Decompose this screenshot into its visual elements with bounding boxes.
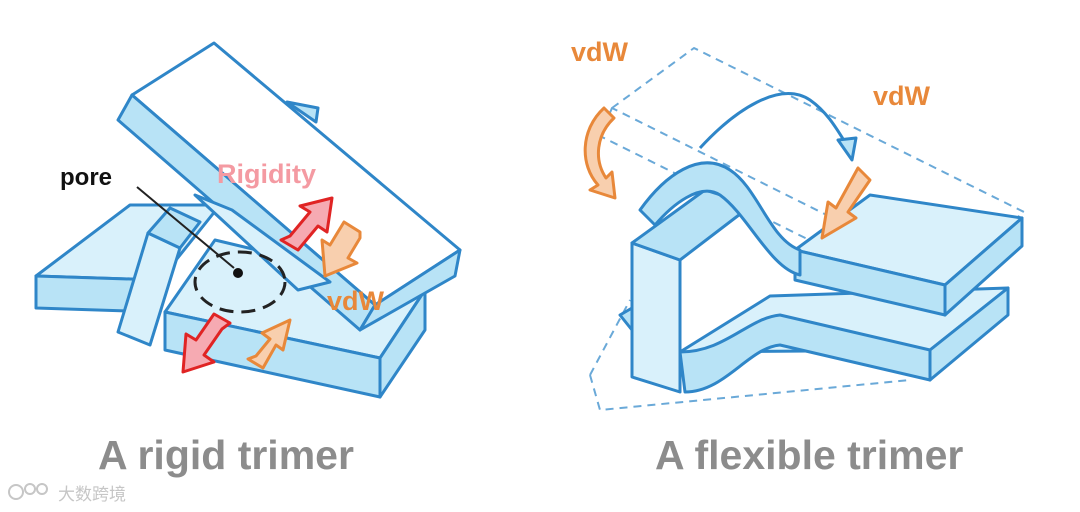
watermark: 大数跨境 — [8, 478, 126, 506]
rigid-vdw-label: vdW — [327, 286, 385, 316]
flexible-trimer-panel — [589, 47, 1025, 411]
flex-vdw-arrows — [583, 106, 872, 240]
vdw-curved-arrow-icon — [583, 106, 617, 200]
logo-glyph-icon — [8, 483, 48, 500]
rigidity-arrows — [181, 196, 334, 374]
vdw-arrow-down-icon — [820, 166, 872, 240]
rigid-vertical-slab — [116, 206, 202, 347]
vdw-arrow-inward-upper-icon — [320, 220, 362, 278]
flexible-trimer-caption: A flexible trimer — [655, 432, 964, 478]
rigidity-label: Rigidity — [217, 159, 316, 189]
vdw-arrow-inward-lower-icon — [246, 318, 292, 370]
flex-vertical-slab — [630, 188, 754, 394]
pore-ellipse — [193, 250, 287, 314]
flex-s-ribbon — [638, 161, 802, 277]
rigid-vdw-arrows — [246, 220, 362, 370]
pore-dot — [233, 268, 243, 278]
rigid-inner-strip — [193, 193, 332, 292]
flex-vdw-label-right: vdW — [873, 81, 931, 111]
flex-left-tab — [618, 306, 634, 332]
rigid-trimer-caption: A rigid trimer — [98, 432, 354, 478]
flex-arch-tab — [836, 136, 858, 162]
rigid-trimer-panel — [34, 41, 462, 399]
watermark-text: 大数跨境 — [58, 484, 126, 505]
flex-vdw-label-left: vdW — [571, 37, 629, 67]
rigidity-arrow-down-icon — [181, 312, 232, 374]
flex-arch-loop — [698, 92, 852, 151]
rigidity-arrow-up-icon — [279, 196, 334, 252]
pore-label: pore — [60, 164, 112, 191]
pore-marker: pore — [60, 164, 287, 314]
pore-leader-line — [136, 186, 235, 269]
